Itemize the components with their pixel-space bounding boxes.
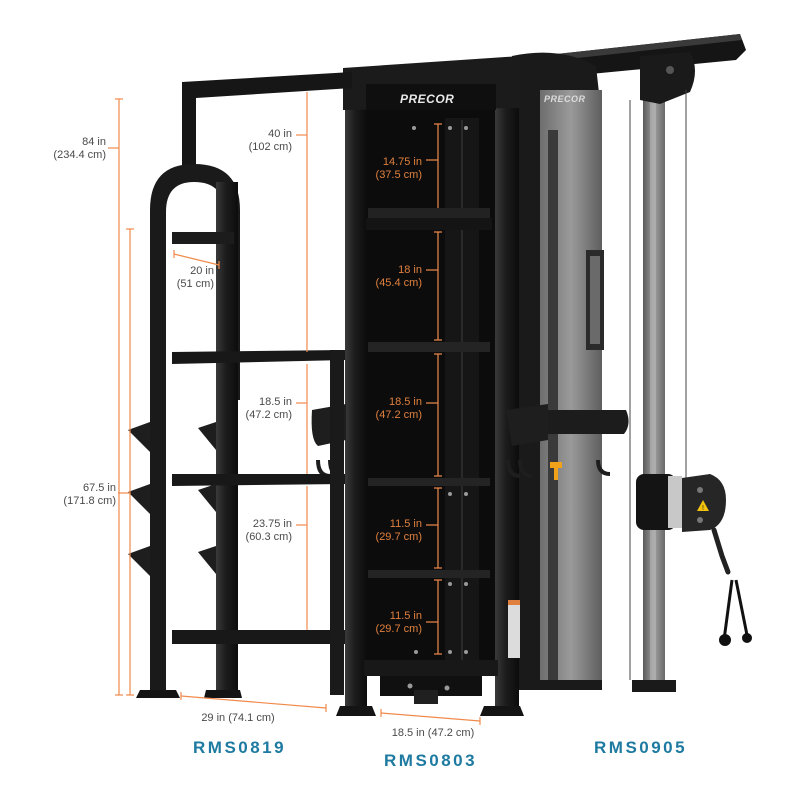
precor-logo-front: PRECOR	[400, 92, 455, 106]
dim-metric: (29.7 cm)	[375, 623, 422, 635]
model-label-rms0819: RMS0819	[193, 738, 287, 757]
dimension-lines	[108, 92, 481, 725]
svg-text:!: !	[702, 505, 704, 512]
dim-inner-5: 11.5 in (29.7 cm)	[376, 610, 422, 636]
dim-inner-1: 14.75 in (37.5 cm)	[376, 156, 422, 182]
storage-rack-rms0819	[128, 72, 352, 698]
tower-side-panel	[512, 52, 604, 690]
dim-imperial: 18.5 in	[388, 396, 422, 408]
dim-metric: (171.8 cm)	[63, 495, 116, 507]
model-label-rms0905: RMS0905	[594, 738, 688, 757]
dim-imperial: 20 in	[190, 265, 214, 277]
precor-logo-side: PRECOR	[544, 94, 586, 104]
dim-metric: (51 cm)	[176, 278, 214, 290]
dim-overall-height: 84 in (234.4 cm)	[53, 136, 106, 162]
safety-label	[508, 600, 520, 658]
warning-triangle-icon: !	[697, 500, 709, 512]
dim-imperial: 84 in	[82, 136, 106, 148]
dim-inner-2: 18 in (45.4 cm)	[376, 264, 422, 290]
dim-imperial: 23.75 in	[252, 518, 292, 530]
dim-metric: (47.2 cm)	[375, 409, 422, 421]
dim-metric: (45.4 cm)	[375, 277, 422, 289]
dim-metric: (47.2 cm)	[245, 409, 292, 421]
dim-imperial: 67.5 in	[82, 482, 116, 494]
dim-imperial: 18 in	[398, 264, 422, 276]
dim-metric: (102 cm)	[248, 141, 292, 153]
dim-metric: (29.7 cm)	[375, 531, 422, 543]
dim-tower-width: 18.5 in (47.2 cm)	[391, 727, 475, 739]
center-tower-rms0803	[311, 56, 629, 716]
dim-rack-depth: 20 in (51 cm)	[177, 265, 214, 291]
model-label-rms0803: RMS0803	[384, 751, 478, 770]
dim-metric: (37.5 cm)	[375, 169, 422, 181]
dim-imperial: 40 in	[268, 128, 292, 140]
dim-metric: (234.4 cm)	[53, 149, 106, 161]
dim-mid-gap: 18.5 in (47.2 cm)	[246, 396, 292, 422]
dim-metric: (60.3 cm)	[245, 531, 292, 543]
dim-imperial: 11.5 in	[389, 518, 422, 530]
dim-rack-height: 67.5 in (171.8 cm)	[63, 482, 116, 508]
dim-inner-3: 18.5 in (47.2 cm)	[376, 396, 422, 422]
selector-pin[interactable]	[550, 462, 562, 468]
dim-low-gap: 23.75 in (60.3 cm)	[246, 518, 292, 544]
dim-rack-width: 29 in (74.1 cm)	[201, 712, 275, 724]
cable-column-rms0905: !	[520, 34, 752, 692]
dim-imperial: 18.5 in	[258, 396, 292, 408]
cable-handle-icon[interactable]	[711, 527, 752, 646]
dim-inner-4: 11.5 in (29.7 cm)	[376, 518, 422, 544]
dim-imperial: 14.75 in	[382, 156, 422, 168]
dim-imperial: 11.5 in	[389, 610, 422, 622]
dim-top-gap: 40 in (102 cm)	[249, 128, 292, 154]
